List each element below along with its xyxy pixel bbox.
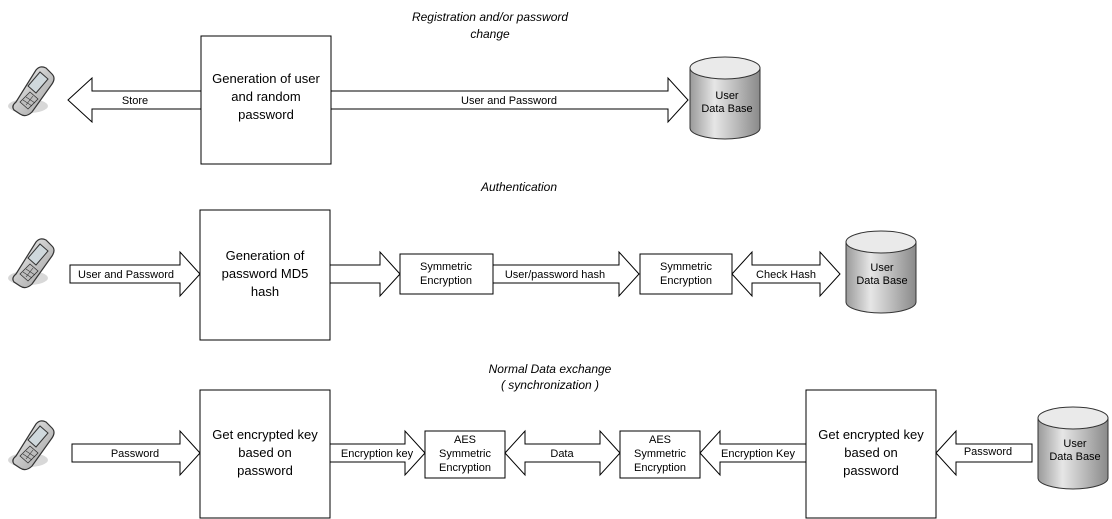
aes-encryption-box-right — [619, 430, 701, 479]
symmetric-box1-line1: Symmetric — [420, 261, 472, 273]
exchange-database-label-line1: User — [1063, 438, 1087, 450]
user-password-arrow-label: User and Password — [461, 95, 557, 107]
aes-right-line3: Encryption — [634, 462, 686, 474]
aes-right-line2: Symmetric — [634, 448, 686, 460]
registration-title-line2: change — [470, 27, 510, 41]
generation-md5-box-line1: Generation of — [226, 248, 305, 263]
get-key-left-line2: based on — [238, 445, 292, 460]
user-password-hash-arrow-label: User/password hash — [505, 269, 605, 281]
authentication-title: Authentication — [480, 180, 557, 194]
symmetric-box2-line1: Symmetric — [660, 261, 712, 273]
exchange-title-line1: Normal Data exchange — [489, 362, 612, 376]
aes-right-line1: AES — [649, 434, 671, 446]
get-key-box-right — [805, 389, 937, 519]
aes-left-line3: Encryption — [439, 462, 491, 474]
generation-user-box — [200, 35, 332, 165]
encryption-key-arrow-left-label: Encryption key — [341, 448, 414, 460]
aes-left-line1: AES — [454, 434, 476, 446]
get-key-right-line1: Get encrypted key — [818, 427, 924, 442]
user-database-icon — [1037, 406, 1109, 490]
auth-database-label-line1: User — [870, 262, 894, 274]
registration-title-line1: Registration and/or password — [412, 10, 568, 24]
get-key-right-line3: password — [843, 463, 899, 478]
password-arrow-right-label: Password — [964, 446, 1012, 458]
store-arrow-label: Store — [122, 95, 148, 107]
auth-user-password-arrow — [69, 250, 201, 298]
database-label-line2: Data Base — [701, 103, 752, 115]
check-hash-arrow-label: Check Hash — [756, 269, 816, 281]
user-password-hash-arrow — [492, 250, 640, 298]
user-database-icon — [689, 56, 761, 140]
get-key-box-left — [199, 389, 331, 519]
encryption-key-arrow-right-label: Encryption Key — [721, 448, 795, 460]
generation-user-box-line1: Generation of user — [212, 71, 320, 86]
user-database-icon — [845, 230, 917, 314]
user-password-arrow — [330, 76, 689, 124]
exchange-title-line2: ( synchronization ) — [501, 378, 599, 392]
hash-arrow — [329, 250, 401, 298]
check-hash-arrow — [731, 250, 841, 298]
symmetric-encryption-box-2 — [639, 253, 733, 295]
get-key-left-line3: password — [237, 463, 293, 478]
aes-left-line2: Symmetric — [439, 448, 491, 460]
generation-md5-box-line2: password MD5 — [222, 266, 309, 281]
phone-icon — [7, 66, 55, 117]
encryption-key-arrow-left — [329, 429, 426, 477]
symmetric-box1-line2: Encryption — [420, 275, 472, 287]
get-key-right-line2: based on — [844, 445, 898, 460]
generation-user-box-line2: and random — [231, 89, 300, 104]
symmetric-box2-line2: Encryption — [660, 275, 712, 287]
auth-database-label-line2: Data Base — [856, 275, 907, 287]
phone-icon — [7, 238, 55, 289]
generation-user-box-line3: password — [238, 107, 294, 122]
aes-encryption-box-left — [424, 430, 506, 479]
data-arrow-label: Data — [550, 448, 574, 460]
phone-icon — [7, 420, 55, 471]
database-label-line1: User — [715, 90, 739, 102]
get-key-left-line1: Get encrypted key — [212, 427, 318, 442]
auth-user-password-arrow-label: User and Password — [78, 269, 174, 281]
generation-md5-box-line3: hash — [251, 284, 279, 299]
symmetric-encryption-box-1 — [399, 253, 494, 295]
password-arrow-left-label: Password — [111, 448, 159, 460]
password-arrow-right — [935, 429, 1033, 477]
password-arrow-left — [71, 429, 201, 477]
exchange-database-label-line2: Data Base — [1049, 451, 1100, 463]
